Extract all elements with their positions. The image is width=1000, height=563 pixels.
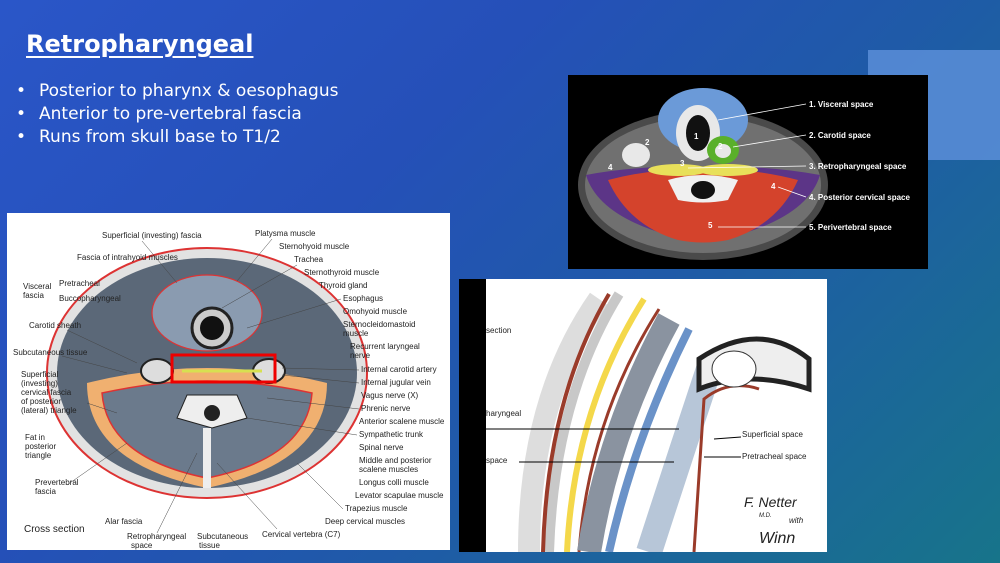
diagram-label: Sternocleidomastoid [343,320,415,329]
diagram-label: Carotid sheath [29,321,81,330]
diagram-label: Recurrent laryngeal [350,342,420,351]
ct-marker: 3 [680,159,685,168]
diagram-label: space [486,456,508,465]
diagram-label: nerve [350,351,371,360]
diagram-label: tissue [199,541,220,550]
diagram-label: space [131,541,153,550]
diagram-label: Omohyoid muscle [343,307,408,316]
diagram-label: Spinal nerve [359,443,404,452]
ct-label: 2. Carotid space [809,131,871,140]
diagram-label: cervical fascia [21,388,72,397]
diagram-label: Retropharyngeal [127,532,186,541]
diagram-label: Internal carotid artery [361,365,437,374]
diagram-label: Subcutaneous tissue [13,348,88,357]
diagram-label: Esophagus [343,294,383,303]
diagram-label: Cross section [24,524,85,535]
diagram-label: Platysma muscle [255,229,316,238]
ct-label: 4. Posterior cervical space [809,193,911,202]
diagram-label: section [486,326,511,335]
signature-text: F. Netter [744,494,798,510]
diagram-label: of posterior [21,397,61,406]
diagram-label: Phrenic nerve [361,404,411,413]
diagram-label: Alar fascia [105,517,143,526]
ct-image-panel: 1 2 2 3 4 4 5 1. Visceral space 2. Carot… [568,75,928,269]
diagram-label: fascia [23,291,44,300]
cross-section-panel: Superficial (investing) fascia Platysma … [7,213,450,550]
diagram-label: Subcutaneous [197,532,248,541]
diagram-label: haryngeal [486,409,521,418]
signature-text: with [789,516,804,525]
diagram-label: Vagus nerve (X) [361,391,419,400]
diagram-label: posterior [25,442,56,451]
bullet-item: Posterior to pharynx & oesophagus [16,80,338,103]
sagittal-panel: section haryngeal space Superficial spac… [459,279,827,552]
diagram-label: (lateral) triangle [21,406,77,415]
ct-marker: 2 [645,138,650,147]
diagram-label: Longus colli muscle [359,478,429,487]
ct-marker: 4 [771,182,776,191]
diagram-label: Fascia of intrahyoid muscles [77,253,178,262]
diagram-label: Thyroid gland [319,281,367,290]
diagram-label: muscle [343,329,369,338]
ct-label: 1. Visceral space [809,100,874,109]
diagram-label: Visceral [23,282,52,291]
diagram-label: Deep cervical muscles [325,517,405,526]
diagram-label: Pretracheal space [742,452,807,461]
diagram-label: Internal jugular vein [361,378,431,387]
ct-scan-illustration: 1 2 2 3 4 4 5 1. Visceral space 2. Carot… [578,88,911,260]
diagram-label: Fat in [25,433,45,442]
bullet-list: Posterior to pharynx & oesophagus Anteri… [16,80,338,149]
diagram-label: Superficial (investing) fascia [102,231,202,240]
ct-marker: 4 [608,163,613,172]
diagram-label: Prevertebral [35,478,79,487]
diagram-label: Buccopharyngeal [59,294,121,303]
diagram-label: Sympathetic trunk [359,430,424,439]
bullet-item: Anterior to pre-vertebral fascia [16,103,338,126]
diagram-label: Middle and posterior [359,456,432,465]
ct-label: 5. Perivertebral space [809,223,892,232]
sagittal-illustration: section haryngeal space Superficial spac… [459,279,812,552]
slide-title: Retropharyngeal [26,30,254,58]
diagram-label: Pretracheal [59,279,100,288]
diagram-label: triangle [25,451,52,460]
ct-marker: 2 [718,142,723,151]
signature-text: M.D. [759,513,772,519]
ct-marker: 5 [708,221,713,230]
diagram-label: Sternohyoid muscle [279,242,350,251]
ct-label: 3. Retropharyngeal space [809,162,907,171]
diagram-label: Superficial space [742,430,803,439]
ct-marker: 1 [694,132,699,141]
diagram-label: Sternothyroid muscle [304,268,380,277]
diagram-label: Trapezius muscle [345,504,408,513]
cross-section-illustration: Superficial (investing) fascia Platysma … [13,229,445,550]
diagram-label: Anterior scalene muscle [359,417,445,426]
signature-text: Winn [759,530,795,547]
diagram-label: Levator scapulae muscle [355,491,444,500]
diagram-label: Cervical vertebra (C7) [262,530,341,539]
bullet-item: Runs from skull base to T1/2 [16,126,338,149]
diagram-label: scalene muscles [359,465,418,474]
diagram-label: Trachea [294,255,324,264]
diagram-label: Superficial [21,370,59,379]
diagram-label: (investing) [21,379,58,388]
artist-signature: F. Netter M.D. with Winn [744,494,804,547]
diagram-label: fascia [35,487,56,496]
